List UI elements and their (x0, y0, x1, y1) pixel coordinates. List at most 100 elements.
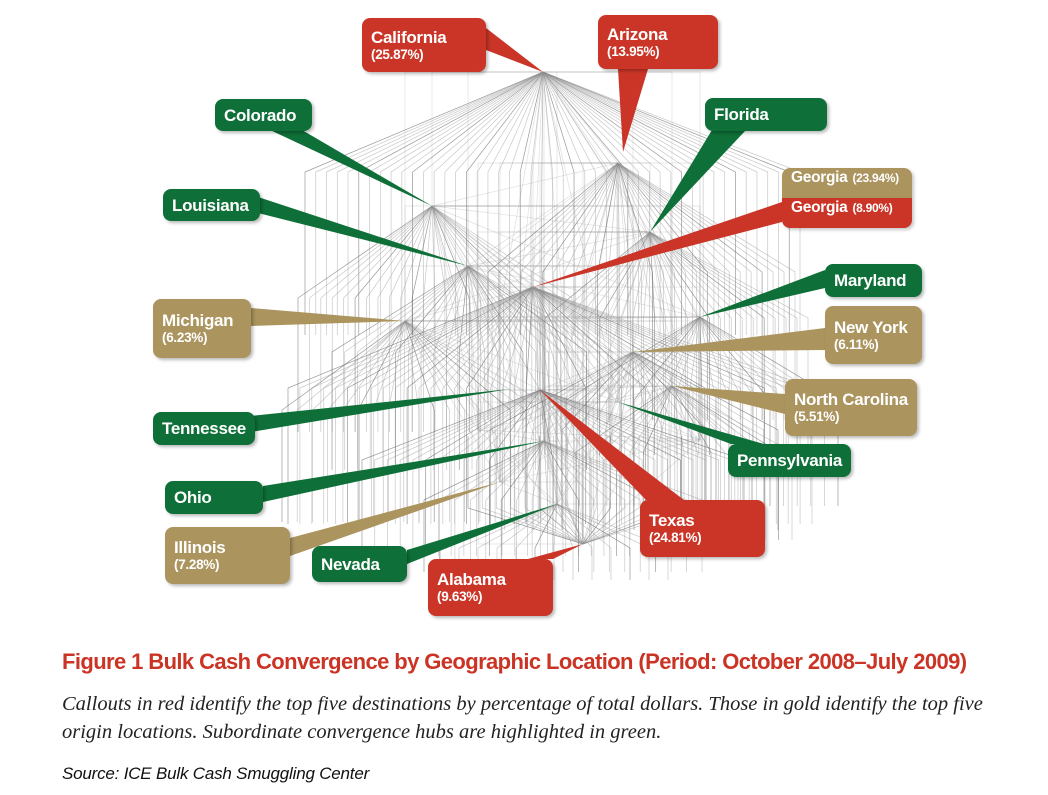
network-strand (553, 162, 619, 420)
network-strand (541, 71, 544, 335)
network-strand (366, 205, 433, 432)
network-strand (518, 351, 634, 530)
network-strand (412, 389, 541, 556)
network-strand (423, 205, 433, 432)
network-strand (632, 351, 779, 530)
network-strand (532, 286, 718, 524)
network-strand (532, 286, 729, 524)
network-strand (539, 389, 592, 556)
network-strand (532, 286, 777, 524)
callout-maryland: Maryland (825, 264, 922, 297)
network-strand (542, 71, 607, 335)
callout-pointer-louisiana (258, 197, 468, 266)
network-strand (357, 265, 469, 470)
network-strand (543, 440, 579, 572)
callout-label: Tennessee (162, 419, 246, 438)
network-strand (617, 162, 774, 420)
network-strand (504, 351, 634, 530)
callout-tennessee: Tennessee (153, 412, 255, 445)
network-link (431, 205, 541, 391)
callout-pointer-colorado (270, 130, 432, 206)
callout-label: Maryland (834, 271, 907, 290)
callout-label: New York (834, 317, 908, 337)
network-strand (408, 265, 469, 470)
network-strand (649, 231, 743, 455)
network-strand (632, 231, 651, 455)
network-strand (532, 286, 741, 524)
network-strand (589, 385, 673, 540)
network-strand (649, 231, 732, 455)
network-link (499, 286, 533, 482)
network-link (543, 162, 619, 442)
network-link (499, 481, 558, 505)
network-strand (476, 389, 541, 556)
callout-percentage: (9.63%) (437, 589, 483, 604)
network-strand (489, 351, 634, 530)
network-link (432, 205, 545, 441)
network-strand (326, 71, 544, 335)
network-strand (617, 162, 664, 420)
network-strand (542, 71, 769, 335)
network-strand (431, 205, 459, 432)
network-strand (309, 205, 433, 432)
callout-percentage: (6.23%) (162, 330, 208, 345)
network-strand (498, 162, 619, 420)
network-strand (467, 265, 473, 470)
network-strand (649, 231, 688, 455)
network-strand (617, 162, 741, 420)
network-strand (575, 385, 673, 540)
network-link (404, 265, 468, 321)
callout-label: Georgia (791, 199, 848, 216)
network-strand (403, 320, 406, 522)
callout-percentage: (7.28%) (174, 557, 220, 572)
callout-label: Michigan (162, 311, 234, 330)
network-strand (404, 320, 511, 522)
network-strand (358, 71, 544, 335)
network-strand (632, 351, 764, 530)
network-link (542, 71, 651, 233)
network-link (431, 205, 501, 483)
callout-pointer-alabama (528, 544, 583, 559)
network-link (582, 316, 700, 544)
network-strand (542, 71, 564, 335)
network-strand (543, 440, 548, 572)
callout-label: California (371, 27, 447, 47)
network-strand (649, 231, 754, 455)
callout-alabama: Alabama(9.63%) (428, 559, 553, 616)
network-strand (617, 162, 642, 420)
network-strand (344, 265, 469, 470)
network-strand (532, 286, 551, 524)
network-strand (433, 265, 469, 470)
callout-nevada: Nevada (312, 546, 407, 582)
callout-percentage: (23.94%) (852, 171, 899, 185)
network-strand (531, 440, 545, 572)
callout-label: Ohio (174, 488, 212, 507)
network-strand (632, 351, 692, 530)
callout-pointer-new-york (633, 328, 825, 352)
network-strand (617, 162, 763, 420)
network-link (499, 162, 618, 482)
callout-georgia-dest: Georgia(8.90%) (782, 198, 912, 228)
network-link (556, 351, 633, 504)
callout-percentage: (25.87%) (371, 46, 424, 62)
callout-label: Georgia (791, 169, 848, 186)
network-strand (467, 265, 536, 470)
callout-label: Pennsylvania (737, 451, 843, 470)
network-strand (542, 162, 619, 420)
network-strand (643, 231, 651, 455)
network-strand (543, 440, 610, 572)
network-link (540, 389, 584, 544)
network-strand (556, 503, 593, 580)
network-strand (467, 265, 549, 470)
network-strand (532, 286, 539, 524)
callout-pennsylvania: Pennsylvania (728, 444, 852, 477)
network-strand (539, 389, 567, 556)
network-strand (431, 205, 504, 432)
figure-source: Source: ICE Bulk Cash Smuggling Center (62, 764, 370, 783)
network-link (499, 231, 650, 482)
callout-label: Florida (714, 105, 769, 124)
callout-pointer-ohio (263, 441, 544, 502)
callout-label: Colorado (224, 105, 297, 125)
network-link (467, 71, 543, 266)
